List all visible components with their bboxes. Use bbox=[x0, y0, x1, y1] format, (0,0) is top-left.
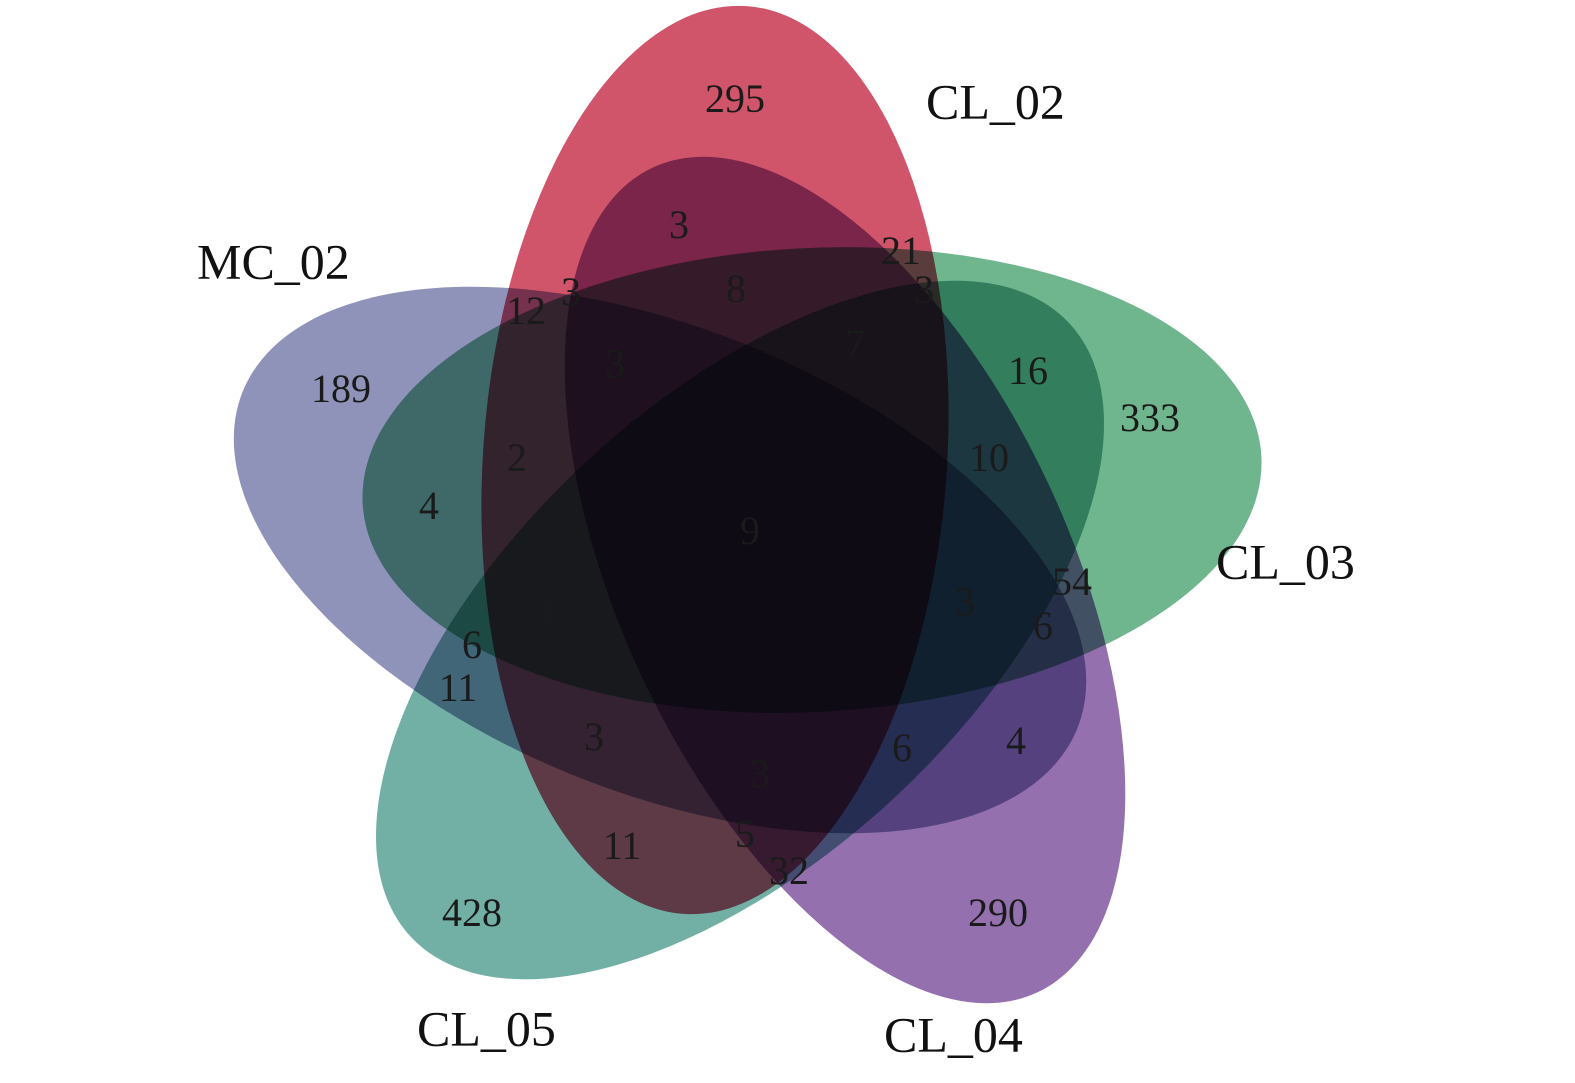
region-count-cl05-only: 428 bbox=[442, 890, 502, 935]
region-count: 3 bbox=[533, 591, 553, 636]
region-count: 3 bbox=[750, 751, 770, 796]
region-count: 6 bbox=[892, 725, 912, 770]
region-count: 3 bbox=[669, 202, 689, 247]
region-count: 7 bbox=[845, 321, 865, 366]
region-count-cl03-only: 333 bbox=[1120, 395, 1180, 440]
set-label-cl03: CL_03 bbox=[1216, 533, 1355, 589]
region-count-center: 9 bbox=[740, 508, 760, 553]
set-label-cl04: CL_04 bbox=[884, 1006, 1023, 1062]
region-count: 8 bbox=[726, 266, 746, 311]
region-count: 4 bbox=[1006, 718, 1026, 763]
region-count: 6 bbox=[1033, 603, 1053, 648]
region-count: 54 bbox=[1052, 559, 1092, 604]
region-count: 5 bbox=[735, 811, 755, 856]
set-label-cl05: CL_05 bbox=[417, 1000, 556, 1056]
region-count: 3 bbox=[561, 269, 581, 314]
region-count: 21 bbox=[881, 228, 921, 273]
region-count: 11 bbox=[439, 665, 478, 710]
region-count-cl02-only: 295 bbox=[705, 76, 765, 121]
region-count: 3 bbox=[955, 579, 975, 624]
region-count: 32 bbox=[769, 848, 809, 893]
region-count: 6 bbox=[462, 622, 482, 667]
region-count-cl04-only: 290 bbox=[968, 890, 1028, 935]
region-count: 11 bbox=[603, 823, 642, 868]
region-count: 4 bbox=[419, 483, 439, 528]
region-count: 2 bbox=[507, 435, 527, 480]
region-count: 3 bbox=[914, 267, 934, 312]
set-mc02-ellipse bbox=[233, 286, 1087, 834]
region-count: 16 bbox=[1008, 348, 1048, 393]
set-label-cl02: CL_02 bbox=[926, 73, 1065, 129]
region-count: 3 bbox=[605, 341, 625, 386]
region-count: 3 bbox=[584, 714, 604, 759]
set-label-mc02: MC_02 bbox=[197, 233, 350, 289]
region-count: 12 bbox=[506, 288, 546, 333]
region-count: 10 bbox=[969, 435, 1009, 480]
region-count-mc02-only: 189 bbox=[311, 366, 371, 411]
